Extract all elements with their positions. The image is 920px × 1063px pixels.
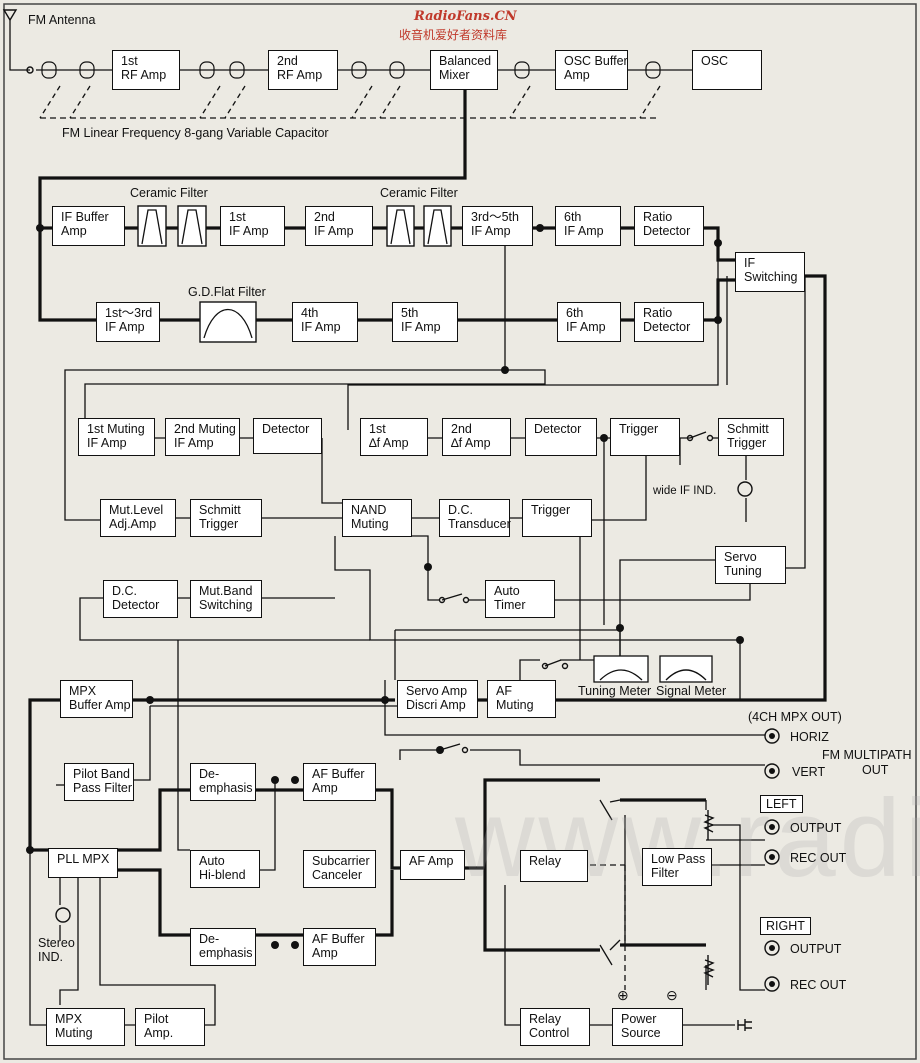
block-trigger2: Trigger xyxy=(522,499,592,537)
block-df1: 1st ∆f Amp xyxy=(360,418,428,456)
block-auto-timer: Auto Timer xyxy=(485,580,555,618)
block-auto-hiblend: Auto Hi-blend xyxy=(190,850,260,888)
block-dc-transducer: D.C. Transducer xyxy=(439,499,511,537)
mpx-out-label: (4CH MPX OUT) xyxy=(748,710,842,724)
antenna-label: FM Antenna xyxy=(28,13,96,27)
block-detector2: Detector xyxy=(525,418,597,456)
block-if-buffer: IF Buffer Amp xyxy=(52,206,125,246)
block-osc-buffer: OSC Buffer Amp xyxy=(555,50,628,90)
block-mut-level: Mut.Level Adj.Amp xyxy=(100,499,176,537)
block-schmitt1: Schmitt Trigger xyxy=(718,418,784,456)
block-af-amp: AF Amp xyxy=(400,850,465,880)
wide-if-ind-label: wide IF IND. xyxy=(653,485,717,497)
fm-multipath-out-label: OUT xyxy=(862,763,889,777)
block-rf1: 1st RF Amp xyxy=(112,50,180,90)
block-if2: 2nd IF Amp xyxy=(305,206,373,246)
block-power-source: Power Source xyxy=(612,1008,683,1046)
block-if5: 5th IF Amp xyxy=(392,302,458,342)
block-low-pass: Low Pass Filter xyxy=(642,848,712,886)
left-rec-out-label: REC OUT xyxy=(790,851,847,865)
block-if6-bot: 6th IF Amp xyxy=(557,302,621,342)
outer-frame xyxy=(3,3,917,1060)
signal-meter-label: Signal Meter xyxy=(656,684,727,698)
gd-flat-filter-label: G.D.Flat Filter xyxy=(188,285,266,299)
ceramic-filter-2-label: Ceramic Filter xyxy=(380,186,458,200)
block-servo-amp: Servo Amp Discri Amp xyxy=(397,680,478,718)
filter-symbols xyxy=(137,205,452,343)
minus-terminal-icon: ⊖ xyxy=(666,987,678,1003)
connector-circles xyxy=(26,66,780,992)
plus-terminal-icon: ⊕ xyxy=(617,987,629,1003)
block-if3-5: 3rd～5th IF Amp xyxy=(462,206,533,246)
block-muting1: 1st Muting IF Amp xyxy=(78,418,155,456)
block-relay-control: Relay Control xyxy=(520,1008,590,1046)
block-af-muting: AF Muting xyxy=(487,680,556,718)
stereo-ind-label: Stereo IND. xyxy=(38,936,75,964)
left-output-label: OUTPUT xyxy=(790,821,842,835)
block-mpx-buffer: MPX Buffer Amp xyxy=(60,680,133,718)
block-if1-3: 1st～3rd IF Amp xyxy=(96,302,160,342)
block-ratio-top: Ratio Detector xyxy=(634,206,704,246)
left-channel-label: LEFT xyxy=(760,795,803,813)
horiz-label: HORIZ xyxy=(790,730,829,744)
block-dc-detector: D.C. Detector xyxy=(103,580,178,618)
block-deemph1: De- emphasis xyxy=(190,763,256,801)
capacitor-label: FM Linear Frequency 8-gang Variable Capa… xyxy=(62,126,329,140)
right-rec-out-label: REC OUT xyxy=(790,978,847,992)
block-relay: Relay xyxy=(520,850,588,882)
tuning-meter-label: Tuning Meter xyxy=(578,684,652,698)
block-df2: 2nd ∆f Amp xyxy=(442,418,511,456)
block-servo-tuning: Servo Tuning xyxy=(715,546,786,584)
watermark-site: RadioFans.CN xyxy=(414,9,517,24)
block-schmitt2: Schmitt Trigger xyxy=(190,499,262,537)
block-osc: OSC xyxy=(692,50,762,90)
block-muting2: 2nd Muting IF Amp xyxy=(165,418,240,456)
block-ratio-bot: Ratio Detector xyxy=(634,302,704,342)
connector-centers xyxy=(769,733,775,987)
block-mpx-muting: MPX Muting xyxy=(46,1008,125,1046)
filter-curves xyxy=(141,209,448,339)
block-pilot-amp: Pilot Amp. xyxy=(135,1008,205,1046)
block-mut-band: Mut.Band Switching xyxy=(190,580,262,618)
block-balanced-mixer: Balanced Mixer xyxy=(430,50,498,90)
block-subcarrier: Subcarrier Canceler xyxy=(303,850,376,888)
block-af-buffer2: AF Buffer Amp xyxy=(303,928,376,966)
right-channel-label: RIGHT xyxy=(760,917,811,935)
block-trigger1: Trigger xyxy=(610,418,680,456)
block-if4: 4th IF Amp xyxy=(292,302,358,342)
fm-multipath-label: FM MULTIPATH xyxy=(822,748,912,762)
coil-symbols xyxy=(41,61,661,79)
block-rf2: 2nd RF Amp xyxy=(268,50,338,90)
vert-label: VERT xyxy=(792,765,826,779)
thin-wires xyxy=(9,20,806,1026)
block-nand: NAND Muting xyxy=(342,499,412,537)
block-if-switching: IF Switching xyxy=(735,252,805,292)
block-af-buffer1: AF Buffer Amp xyxy=(303,763,376,801)
meters xyxy=(593,655,713,683)
block-pilot-bpf: Pilot Band Pass Filter xyxy=(64,763,134,801)
block-pll-mpx: PLL MPX xyxy=(48,848,118,878)
right-output-label: OUTPUT xyxy=(790,942,842,956)
block-if6-top: 6th IF Amp xyxy=(555,206,621,246)
block-deemph2: De- emphasis xyxy=(190,928,256,966)
ceramic-filter-1-label: Ceramic Filter xyxy=(130,186,208,200)
watermark-subtitle: 收音机爱好者资料库 xyxy=(399,28,508,42)
switch-symbols xyxy=(2,9,752,1031)
block-detector1: Detector xyxy=(253,418,322,454)
block-if1: 1st IF Amp xyxy=(220,206,285,246)
